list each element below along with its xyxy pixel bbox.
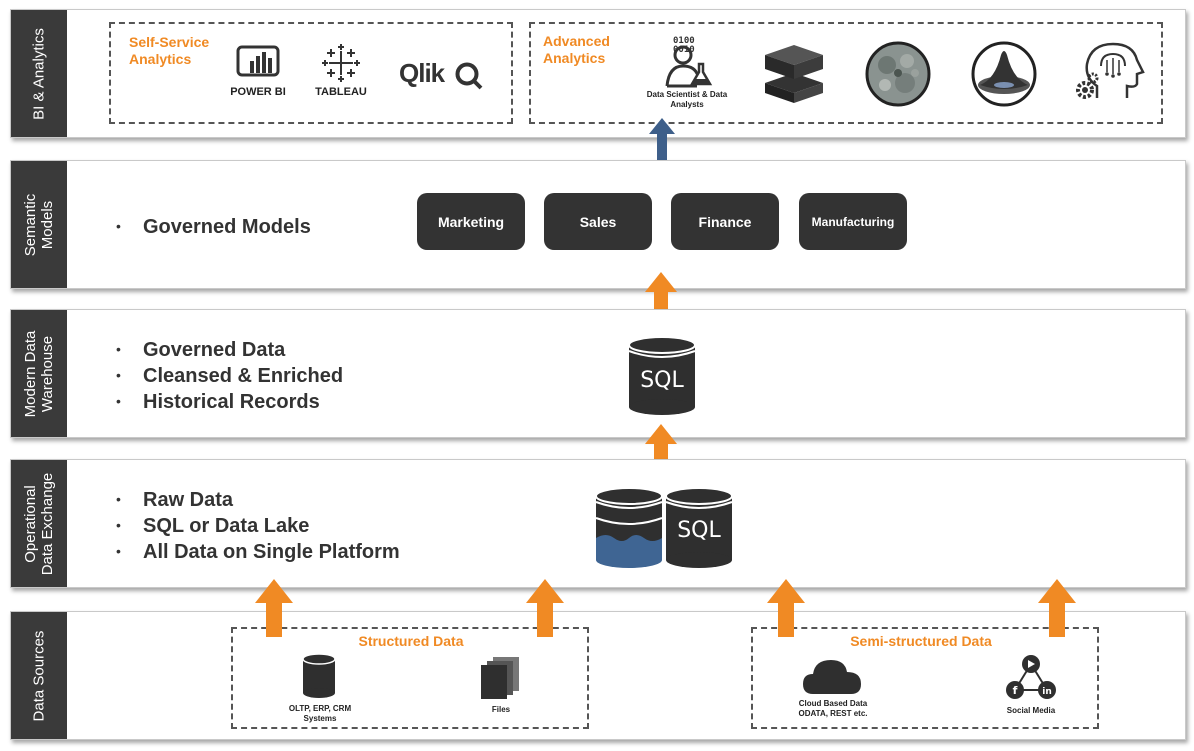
data-scientist-icon xyxy=(661,38,713,88)
orange-up-arrow xyxy=(253,577,295,639)
layer-label: Operational Data Exchange xyxy=(22,472,56,575)
model-finance: Finance xyxy=(671,193,779,250)
semantic-bullets: Governed Models xyxy=(116,214,311,240)
bullet-item: Raw Data xyxy=(116,487,400,513)
semi-structured-data-group xyxy=(751,627,1099,729)
model-marketing: Marketing xyxy=(417,193,525,250)
brain-gear-icon xyxy=(1073,38,1149,106)
ode-bullets: Raw Data SQL or Data Lake All Data on Si… xyxy=(116,487,400,565)
layer-operational-data-exchange: Operational Data Exchange Raw Data SQL o… xyxy=(10,459,1186,588)
bullet-item: All Data on Single Platform xyxy=(116,539,400,565)
model-manufacturing: Manufacturing xyxy=(799,193,907,250)
bullet-item: Historical Records xyxy=(116,389,343,415)
sql-label: SQL xyxy=(677,518,721,543)
layer-label: Modern Data Warehouse xyxy=(22,330,56,417)
data-lake-icon xyxy=(594,486,664,570)
structured-data-title: Structured Data xyxy=(358,633,464,649)
layer-label-panel: Modern Data Warehouse xyxy=(11,310,67,437)
orange-up-arrow xyxy=(765,577,807,639)
files-label: Files xyxy=(491,705,511,714)
data-scientist-caption: Data Scientist & Data Analysts xyxy=(646,90,728,109)
database-icon xyxy=(301,653,337,699)
sql-database-icon xyxy=(627,335,697,417)
oltp-erp-crm-label: OLTP, ERP, CRM Systems xyxy=(288,704,352,723)
semi-structured-data-title: Semi-structured Data xyxy=(850,633,992,649)
layer-label-panel: BI & Analytics xyxy=(11,10,67,137)
cloud-icon xyxy=(801,656,863,696)
structured-data-group xyxy=(231,627,589,729)
sql-database-icon xyxy=(664,486,734,570)
layer-bi-analytics: BI & Analytics Self-Service Analytics PO… xyxy=(10,9,1186,138)
social-media-label: Social Media xyxy=(1006,706,1056,715)
advanced-analytics-title: Advanced Analytics xyxy=(543,33,610,66)
layer-semantic-models: Semantic Models Governed Models Marketin… xyxy=(10,160,1186,289)
surface-plot-icon xyxy=(971,41,1037,107)
layer-label-panel: Data Sources xyxy=(11,612,67,739)
self-service-group xyxy=(109,22,513,124)
orange-up-arrow xyxy=(524,577,566,639)
layer-label-panel: Operational Data Exchange xyxy=(11,460,67,587)
warehouse-bullets: Governed Data Cleansed & Enriched Histor… xyxy=(116,337,343,415)
binary-text: 0100 0010 xyxy=(673,36,695,55)
tableau-icon xyxy=(321,43,361,83)
layer-label-panel: Semantic Models xyxy=(11,161,67,288)
model-sales: Sales xyxy=(544,193,652,250)
bullet-item: Governed Data xyxy=(116,337,343,363)
orange-up-arrow xyxy=(1036,577,1078,639)
tableau-label: TABLEAU xyxy=(315,86,367,98)
orange-up-arrow xyxy=(643,422,679,472)
stack-layers-icon xyxy=(761,43,827,105)
cloud-based-data-label: Cloud Based Data ODATA, REST etc. xyxy=(798,699,868,718)
power-bi-label: POWER BI xyxy=(230,86,286,98)
orange-up-arrow xyxy=(643,270,679,320)
svg-text:f: f xyxy=(1013,684,1018,697)
social-media-icon: f in xyxy=(1001,654,1061,704)
advanced-analytics-group xyxy=(529,22,1163,124)
bullet-item: SQL or Data Lake xyxy=(116,513,400,539)
power-bi-icon xyxy=(236,45,280,79)
layer-data-sources: Data Sources Structured Data OLTP, ERP, … xyxy=(10,611,1186,740)
layer-label: Data Sources xyxy=(30,630,48,721)
svg-text:in: in xyxy=(1042,687,1052,697)
files-icon xyxy=(479,655,521,699)
cluster-photo-icon xyxy=(865,41,931,107)
blue-up-arrow xyxy=(647,116,677,172)
layer-label: BI & Analytics xyxy=(30,27,48,120)
sql-label: SQL xyxy=(640,368,684,393)
layer-modern-data-warehouse: Modern Data Warehouse Governed Data Clea… xyxy=(10,309,1186,438)
qlik-logo: Qlik xyxy=(399,58,445,88)
layer-label: Semantic Models xyxy=(22,193,56,256)
qlik-q-icon xyxy=(454,61,484,91)
self-service-title: Self-Service Analytics xyxy=(129,34,210,67)
bullet-item: Governed Models xyxy=(116,214,311,240)
bullet-item: Cleansed & Enriched xyxy=(116,363,343,389)
